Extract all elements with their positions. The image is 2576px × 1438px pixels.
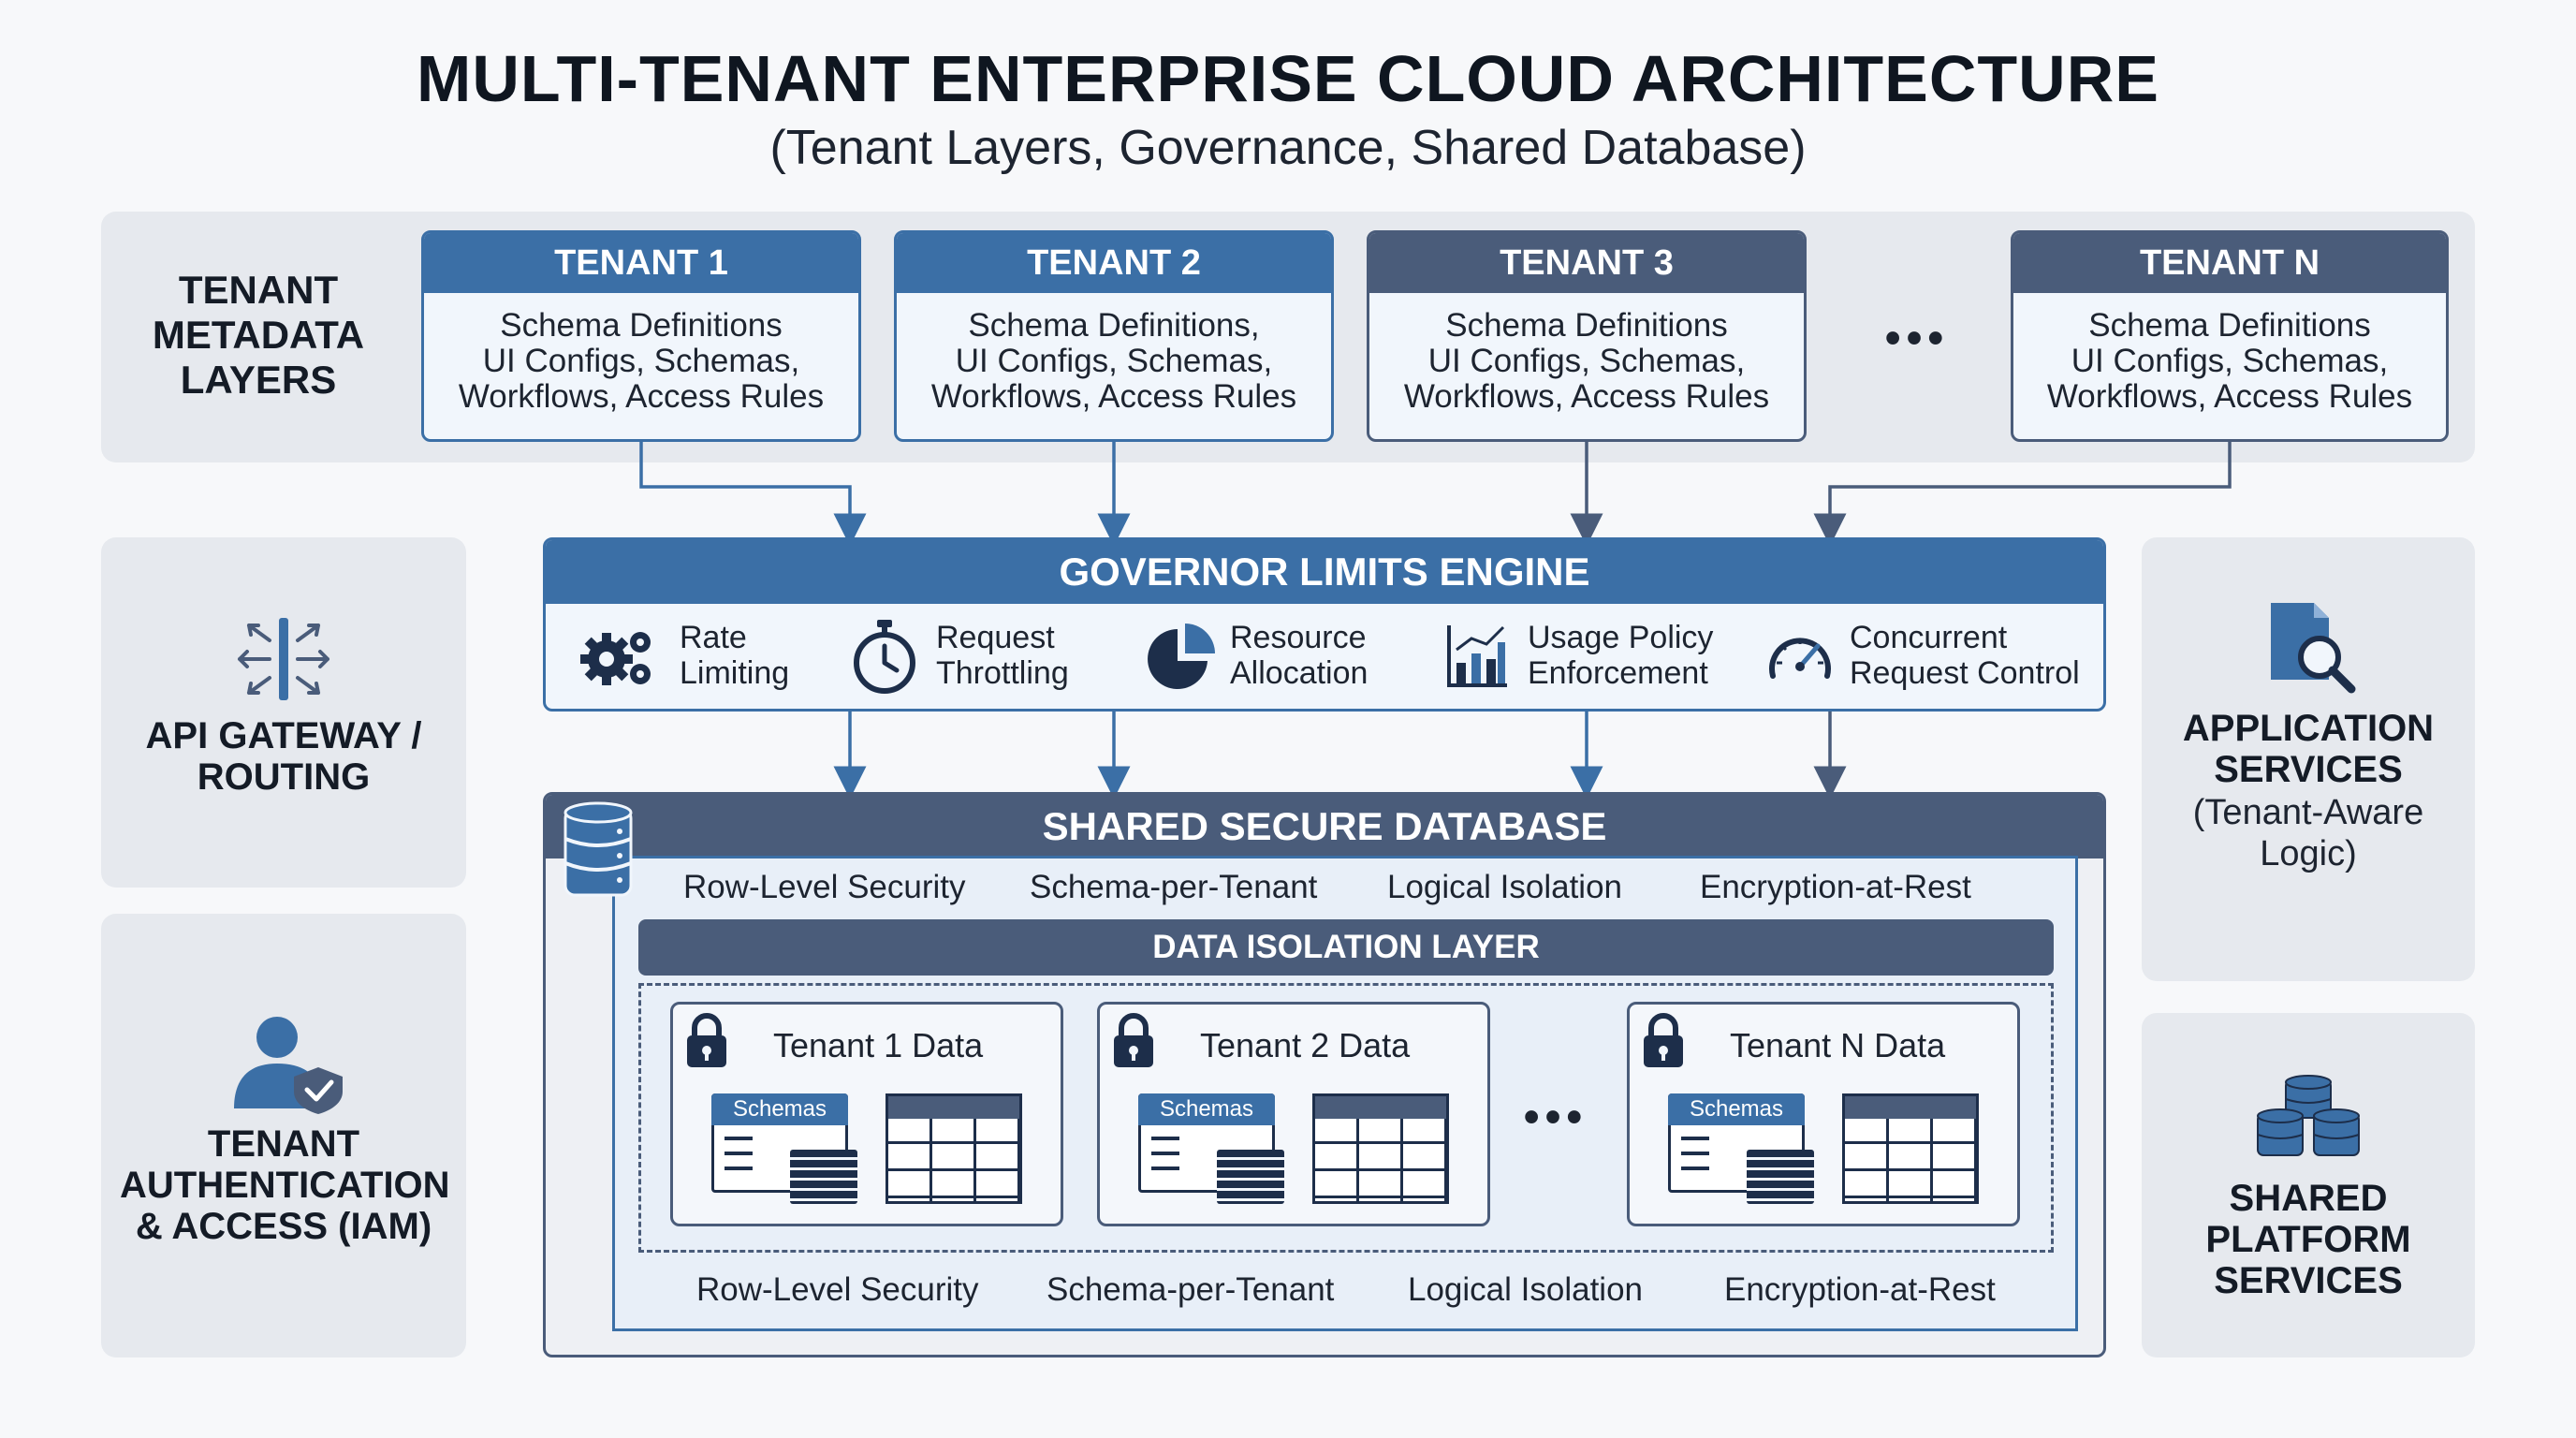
bar-chart-icon	[1447, 625, 1507, 687]
governor-item-line: Concurrent	[1850, 620, 2008, 655]
db-feature-schema-per-tenant: Schema-per-Tenant	[1030, 869, 1318, 905]
governor-item-rate-limiting[interactable]: Rate Limiting	[680, 620, 789, 691]
db-feature-row-level-security-bottom: Row-Level Security	[696, 1271, 979, 1308]
iam-panel[interactable]: TENANT AUTHENTICATION & ACCESS (IAM)	[101, 914, 466, 1357]
data-table-icon	[886, 1093, 1022, 1204]
schema-stack: Schemas	[1668, 1093, 1814, 1204]
tenant-card-title: TENANT 3	[1369, 233, 1804, 293]
tenant-card-line: Schema Definitions	[500, 307, 783, 344]
db-feature-logical-isolation-bottom: Logical Isolation	[1408, 1271, 1643, 1308]
db-feature-encryption-at-rest-bottom: Encryption-at-Rest	[1724, 1271, 1996, 1308]
lock-icon	[687, 1013, 726, 1067]
data-table-icon	[1312, 1093, 1449, 1204]
schema-stack: Schemas	[711, 1093, 857, 1204]
tenant-card-line: UI Configs, Schemas,	[955, 343, 1273, 379]
tenant-data-ellipsis: •••	[1523, 1093, 1588, 1142]
governor-item-concurrent-request[interactable]: Concurrent Request Control	[1850, 620, 2080, 691]
api-routing-icon	[238, 618, 329, 700]
page-subtitle: (Tenant Layers, Governance, Shared Datab…	[769, 121, 1807, 175]
gauge-icon	[1769, 638, 1831, 679]
tenant-card-line: Workflows, Access Rules	[2046, 378, 2413, 415]
tenant-card-line: UI Configs, Schemas,	[1427, 343, 1746, 379]
api-gateway-panel[interactable]: API GATEWAY / ROUTING	[101, 537, 466, 888]
data-isolation-layer-boundary	[638, 983, 2054, 1253]
governor-item-line: Enforcement	[1528, 655, 1708, 691]
iam-label: TENANT AUTHENTICATION & ACCESS (IAM)	[120, 1123, 450, 1247]
tenant-card-3[interactable]: TENANT 3 Schema Definitions UI Configs, …	[1367, 230, 1807, 442]
governor-item-line: Rate	[680, 620, 747, 655]
pie-chart-icon	[1148, 624, 1215, 689]
tenant-card-title: TENANT N	[2013, 233, 2446, 293]
data-table-icon	[1842, 1093, 1979, 1204]
governor-item-line: Usage Policy	[1528, 620, 1714, 655]
tenant-data-label: Tenant N Data	[1730, 1026, 1946, 1064]
governor-item-line: Allocation	[1230, 655, 1368, 691]
database-icon	[564, 801, 633, 897]
schemas-tag: Schemas	[711, 1093, 848, 1125]
application-services-sublabel: (Tenant-Aware Logic)	[2192, 793, 2424, 873]
user-shield-icon	[234, 1017, 343, 1114]
tenant-ellipsis: •••	[1884, 314, 1950, 363]
page-title: MULTI-TENANT ENTERPRISE CLOUD ARCHITECTU…	[417, 42, 2159, 115]
database-title: SHARED SECURE DATABASE	[546, 795, 2103, 858]
tenant-card-line: Workflows, Access Rules	[1403, 378, 1770, 415]
tenant-card-n[interactable]: TENANT N Schema Definitions UI Configs, …	[2011, 230, 2449, 442]
tenant-data-label: Tenant 1 Data	[773, 1026, 984, 1064]
governor-item-line: Throttling	[936, 655, 1069, 691]
governor-item-line: Resource	[1230, 620, 1367, 655]
application-services-panel[interactable]: APPLICATION SERVICES (Tenant-Aware Logic…	[2142, 537, 2475, 981]
schemas-tag: Schemas	[1138, 1093, 1275, 1125]
shared-platform-panel[interactable]: SHARED PLATFORM SERVICES	[2142, 1013, 2475, 1357]
schemas-tag: Schemas	[1668, 1093, 1805, 1125]
shared-platform-label: SHARED PLATFORM SERVICES	[2205, 1178, 2411, 1301]
tenant-card-2[interactable]: TENANT 2 Schema Definitions, UI Configs,…	[894, 230, 1334, 442]
stopwatch-icon	[854, 620, 915, 694]
tenant-metadata-label: TENANT METADATA LAYERS	[152, 268, 365, 402]
lock-icon	[1644, 1013, 1683, 1067]
database-cluster-icon	[2257, 1075, 2360, 1156]
tenant-card-line: Workflows, Access Rules	[458, 378, 825, 415]
db-feature-logical-isolation: Logical Isolation	[1387, 869, 1622, 905]
api-gateway-label: API GATEWAY / ROUTING	[145, 715, 422, 798]
db-feature-row-level-security: Row-Level Security	[683, 869, 966, 905]
lock-icon	[1114, 1013, 1153, 1067]
governor-item-request-throttling[interactable]: Request Throttling	[936, 620, 1069, 691]
tenant-card-line: UI Configs, Schemas,	[482, 343, 800, 379]
governor-item-usage-policy[interactable]: Usage Policy Enforcement	[1528, 620, 1713, 691]
governor-item-line: Limiting	[680, 655, 790, 691]
tenant-card-line: Workflows, Access Rules	[930, 378, 1297, 415]
governor-item-line: Request	[936, 620, 1055, 655]
governor-limits-engine[interactable]: GOVERNOR LIMITS ENGINE	[543, 537, 2106, 712]
tenant-card-line: Schema Definitions	[1445, 307, 1728, 344]
governor-item-resource-allocation[interactable]: Resource Allocation	[1230, 620, 1368, 691]
tenant-data-label: Tenant 2 Data	[1200, 1026, 1411, 1064]
application-services-label: APPLICATION SERVICES	[2182, 708, 2435, 790]
governor-item-line: Request Control	[1850, 655, 2080, 691]
tenant-card-line: Schema Definitions	[2088, 307, 2371, 344]
gears-icon	[580, 632, 651, 685]
schema-stack: Schemas	[1138, 1093, 1284, 1204]
governor-engine-title: GOVERNOR LIMITS ENGINE	[546, 540, 2103, 604]
tenant-card-title: TENANT 1	[424, 233, 858, 293]
db-feature-schema-per-tenant-bottom: Schema-per-Tenant	[1046, 1271, 1335, 1308]
document-search-icon	[2271, 603, 2356, 694]
data-isolation-layer-title: DATA ISOLATION LAYER	[638, 919, 2054, 976]
tenant-card-line: UI Configs, Schemas,	[2071, 343, 2389, 379]
db-feature-encryption-at-rest: Encryption-at-Rest	[1700, 869, 1971, 905]
tenant-card-1[interactable]: TENANT 1 Schema Definitions UI Configs, …	[421, 230, 861, 442]
tenant-card-line: Schema Definitions,	[968, 307, 1260, 344]
tenant-card-title: TENANT 2	[897, 233, 1331, 293]
